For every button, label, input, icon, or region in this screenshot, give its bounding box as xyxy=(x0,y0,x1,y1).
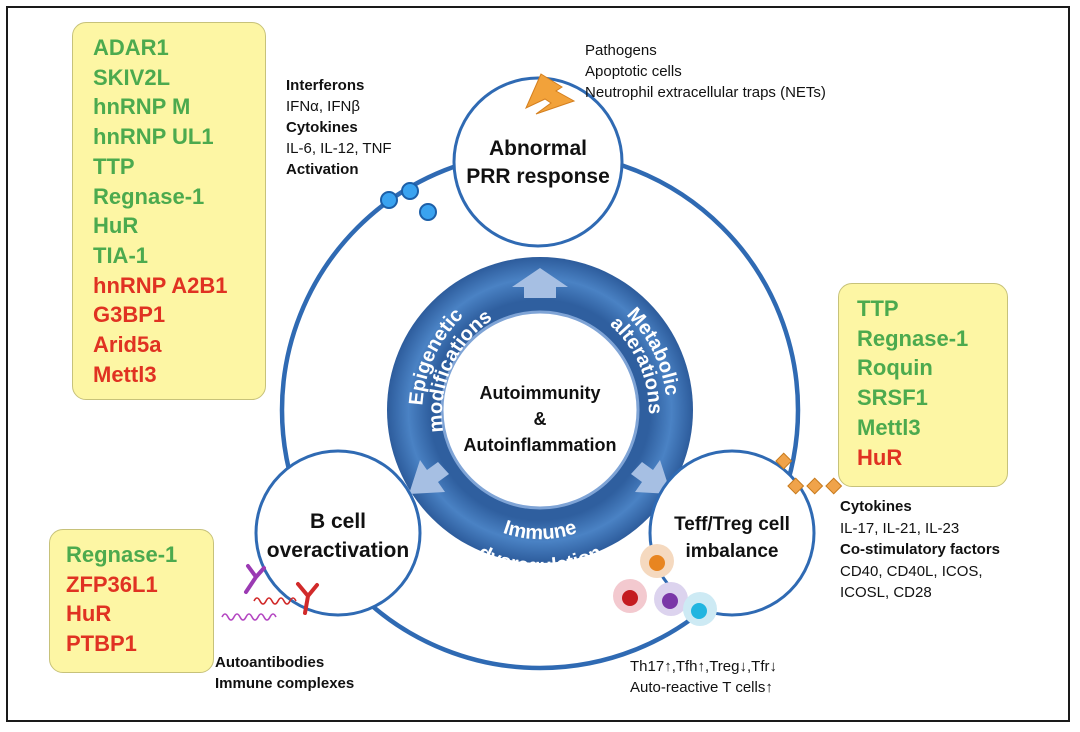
protein-label: TTP xyxy=(857,296,899,321)
costim-heading: Co-stimulatory factors xyxy=(840,541,1001,558)
cytokine-diamond-icon xyxy=(787,477,805,495)
protein-label: TTP xyxy=(93,153,135,179)
ring-arrow-up xyxy=(512,268,568,298)
node-prr-line-1: Abnormal xyxy=(488,137,587,160)
trigger-apoptotic-cells: Apoptotic cells xyxy=(585,63,682,80)
protein-label: HuR xyxy=(66,601,112,627)
center-title-line-1: Autoimmunity xyxy=(479,383,601,403)
teff-cytokines-values: IL-17, IL-21, IL-23 xyxy=(840,519,960,537)
protein-label: TIA-1 xyxy=(93,242,148,268)
cytokine-dot-icon xyxy=(401,182,419,200)
protein-label: hnRNP UL1 xyxy=(93,124,214,150)
protein-label: Regnase-1 xyxy=(66,542,178,567)
protein-label: G3BP1 xyxy=(93,302,166,328)
teff-outputs: Cytokines IL-17, IL-21, IL-23 Co-stimula… xyxy=(840,496,1000,604)
node-prr-label: Abnormal PRR response xyxy=(438,135,638,191)
protein-label: SRSF1 xyxy=(857,385,928,411)
protein-label: Mettl3 xyxy=(93,361,157,387)
prr-outputs: Interferons IFNα, IFNβ Cytokines IL-6, I… xyxy=(286,75,392,180)
autoreactive-t-cells: Auto-reactive T cells↑ xyxy=(630,679,773,696)
central-ring-inner xyxy=(440,310,640,510)
protein-label: ADAR1 xyxy=(93,35,169,60)
costim-values-line-1: CD40, CD40L, ICOS, xyxy=(840,562,983,580)
bcell-outputs: Autoantibodies Immune complexes xyxy=(215,652,354,694)
ring-arrow-right xyxy=(631,460,671,494)
antibody-complex-icon xyxy=(221,564,319,621)
cytokine-diamond-icon xyxy=(806,477,824,495)
tcell-changes: Th17↑,Tfh↑,Treg↓,Tfr↓ Auto-reactive T ce… xyxy=(630,656,777,698)
prr-cytokines-values: IL-6, IL-12, TNF xyxy=(286,140,392,157)
tcell-subset-changes: Th17↑,Tfh↑,Treg↓,Tfr↓ xyxy=(630,658,777,675)
protein-label: Arid5a xyxy=(93,332,162,358)
node-teff-line-1: Teff/Treg cell xyxy=(674,514,790,535)
node-teff-circle xyxy=(648,449,816,617)
protein-label: Mettl3 xyxy=(857,414,921,440)
trigger-nets: Neutrophil extracellular traps (NETs) xyxy=(585,84,826,101)
immune-complexes-label: Immune complexes xyxy=(215,675,355,692)
protein-label: Roquin xyxy=(857,355,933,381)
cytokine-dot-icon xyxy=(419,203,437,221)
node-bcell-line-1: B cell xyxy=(309,510,367,533)
node-bcell-circle xyxy=(254,449,422,617)
prr-cytokines-heading: Cytokines xyxy=(286,119,358,136)
node-bcell-label: B cell overactivation xyxy=(258,507,418,565)
trigger-pathogens: Pathogens xyxy=(585,42,657,59)
activation-heading: Activation xyxy=(286,161,359,178)
node-teff-label: Teff/Treg cell imbalance xyxy=(646,511,818,565)
protein-label: HuR xyxy=(93,213,139,239)
protein-label: PTBP1 xyxy=(66,631,137,657)
autoantibodies-label: Autoantibodies xyxy=(215,654,325,671)
cytokine-dot-icon xyxy=(380,191,398,209)
node-bcell-line-2: overactivation xyxy=(266,539,410,562)
protein-label: hnRNP M xyxy=(93,94,191,120)
protein-label: hnRNP A2B1 xyxy=(93,272,228,298)
center-title-line-2: & xyxy=(533,409,547,429)
center-title: Autoimmunity & Autoinflammation xyxy=(440,380,640,458)
teff-cytokines-heading: Cytokines xyxy=(840,498,912,515)
protein-label: HuR xyxy=(857,444,903,470)
node-teff-line-2: imbalance xyxy=(685,541,779,562)
node-prr-line-2: PRR response xyxy=(466,165,610,188)
lightning-bolt-icon xyxy=(525,73,576,115)
trigger-list: Pathogens Apoptotic cells Neutrophil ext… xyxy=(585,40,826,103)
cytokine-diamond-icon xyxy=(825,477,843,495)
interferons-values: IFNα, IFNβ xyxy=(286,98,360,115)
protein-label: ZFP36L1 xyxy=(66,571,158,597)
center-title-line-3: Autoinflammation xyxy=(463,435,617,455)
interferons-heading: Interferons xyxy=(286,77,365,94)
protein-label: SKIV2L xyxy=(93,64,171,90)
protein-label: Regnase-1 xyxy=(857,325,969,351)
costim-values-line-2: ICOSL, CD28 xyxy=(840,584,932,601)
cytokine-diamond-icon xyxy=(775,452,793,470)
t-cell-cluster-icon xyxy=(613,544,717,626)
ring-arrow-left xyxy=(409,460,449,494)
protein-label: Regnase-1 xyxy=(93,183,205,209)
node-prr-circle xyxy=(452,76,624,248)
